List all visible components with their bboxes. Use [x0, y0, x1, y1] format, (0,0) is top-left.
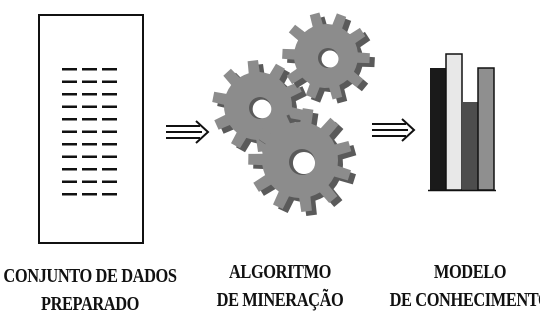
text-line [102, 68, 117, 71]
text-line [82, 168, 97, 171]
text-line [82, 130, 97, 133]
text-line [82, 143, 97, 146]
text-line [82, 68, 97, 71]
text-line [62, 143, 77, 146]
bar-2 [445, 53, 463, 191]
gear-bottom [248, 108, 357, 216]
text-line [82, 105, 97, 108]
text-line [82, 80, 97, 83]
text-line [62, 130, 77, 133]
document-icon [38, 14, 144, 244]
text-line [62, 68, 77, 71]
bar-chart-icon [428, 53, 496, 192]
text-line [62, 155, 77, 158]
text-line [102, 80, 117, 83]
text-line [62, 93, 77, 96]
bar-4 [477, 67, 495, 191]
text-line [102, 93, 117, 96]
text-line [102, 105, 117, 108]
text-line [82, 193, 97, 196]
bar-1 [430, 68, 446, 190]
text-line [102, 193, 117, 196]
caption-model: MODELO DE CONHECIMENTO [389, 261, 540, 311]
gear-top [282, 12, 375, 104]
text-line [102, 118, 117, 121]
text-line [62, 193, 77, 196]
double-arrow-icon [372, 118, 416, 142]
text-line [62, 180, 77, 183]
text-line [102, 130, 117, 133]
text-line [82, 155, 97, 158]
double-arrow-icon [166, 120, 210, 144]
text-line [82, 93, 97, 96]
bar-3 [462, 102, 478, 190]
caption-dataset: CONJUNTO DE DADOS PREPARADO [3, 265, 177, 315]
text-line [62, 80, 77, 83]
caption-algorithm: ALGORITMO DE MINERAÇÃO [216, 261, 344, 311]
text-line [82, 118, 97, 121]
text-line [102, 168, 117, 171]
text-line [102, 180, 117, 183]
text-line [62, 105, 77, 108]
text-line [62, 168, 77, 171]
text-line [82, 180, 97, 183]
text-line [62, 118, 77, 121]
text-line [102, 143, 117, 146]
text-line [102, 155, 117, 158]
